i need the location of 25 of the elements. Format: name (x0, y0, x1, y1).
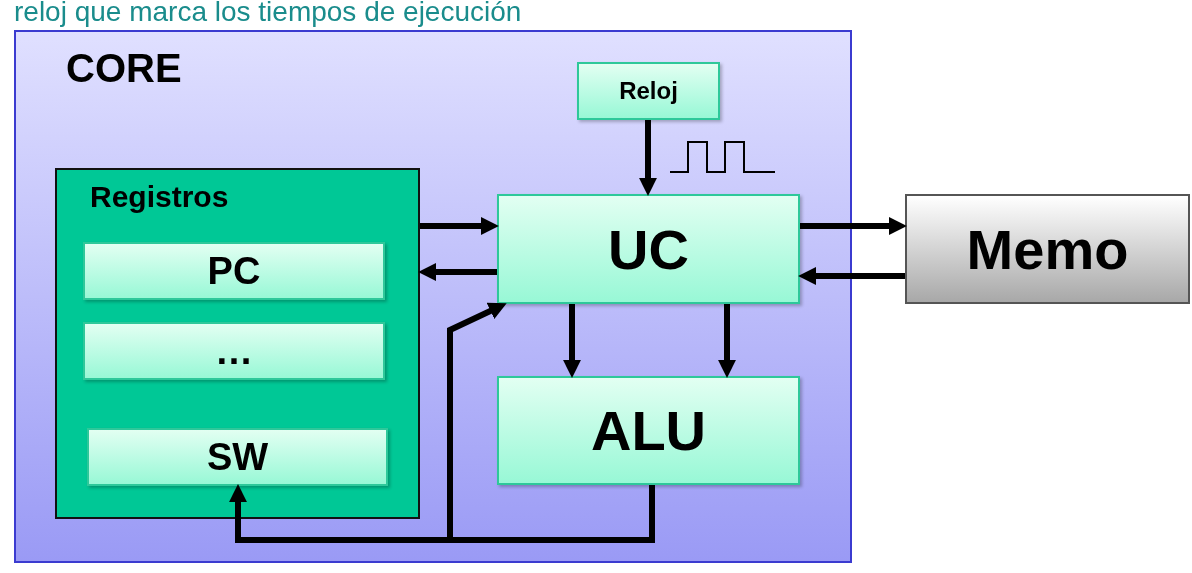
node-label: PC (207, 249, 261, 293)
node-label: Memo (966, 216, 1129, 282)
alu-box (497, 376, 800, 485)
node-label: Registros (90, 180, 229, 214)
node-label: SW (206, 435, 269, 479)
node-label: UC (608, 216, 689, 282)
core-panel (14, 30, 852, 563)
register-box (83, 242, 385, 300)
node-label: Reloj (619, 77, 678, 105)
register-box (83, 322, 385, 380)
node-label: ALU (590, 398, 707, 463)
clock-box (577, 62, 720, 120)
arrow (447, 302, 655, 543)
arrow (639, 120, 657, 196)
node-label: … (215, 329, 253, 373)
arrow (718, 304, 736, 378)
node-label: CORE (66, 46, 182, 91)
heading-text: reloj que marca los tiempos de ejecución (14, 0, 522, 28)
register-box (87, 428, 388, 486)
register-panel (55, 168, 420, 519)
arrow (800, 217, 907, 235)
control-unit-box (497, 194, 800, 304)
arrow (420, 217, 499, 235)
memory-box (905, 194, 1190, 304)
arrow (563, 304, 581, 378)
